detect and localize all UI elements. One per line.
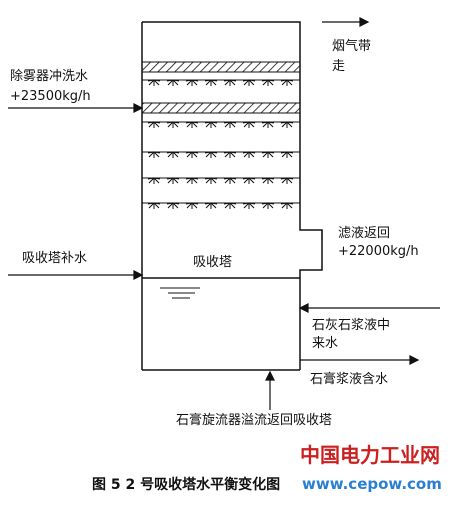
label-limestone-slurry-1: 石灰石浆液中 [312,318,390,333]
diagram-labels: 烟气带 走 除雾器冲洗水 +23500kg/h 滤液返回 +22000kg/h … [10,38,419,428]
spray-nozzle-icon [261,202,275,209]
spray-nozzle-icon [147,79,161,86]
demister-pad-lower [141,102,301,114]
label-flue-gas-out-1: 烟气带 [332,38,371,54]
spray-nozzle-icon [242,177,256,184]
spray-nozzle-icon [223,121,237,128]
spray-nozzle-icon [242,151,256,158]
spray-nozzle-icon [204,151,218,158]
tower-sump [141,278,301,371]
spray-nozzle-icon [204,177,218,184]
water-surface-marks [160,287,200,299]
spray-nozzle-icon [261,177,275,184]
watermark-line1: 中国电力工业网 [300,443,440,467]
flow-arrows [8,17,440,410]
spray-nozzle-icon [280,177,294,184]
spray-nozzle-icon [166,121,180,128]
watermark: 中国电力工业网 www.cepow.com [300,443,442,493]
spray-nozzle-icon [185,151,199,158]
label-filtrate-return-1: 滤液返回 [338,226,390,241]
spray-headers [142,79,300,209]
label-demister-wash-2: +23500kg/h [10,89,91,104]
demister-pad-upper [141,61,301,73]
label-makeup-water: 吸收塔补水 [22,251,87,266]
spray-nozzle-icon [185,177,199,184]
spray-nozzle-icon [261,79,275,86]
spray-nozzle-icon [166,202,180,209]
spray-nozzle-icon [242,79,256,86]
spray-nozzle-icon [242,121,256,128]
spray-nozzle-icon [204,79,218,86]
spray-nozzle-icon [223,151,237,158]
label-gypsum-slurry-water: 石膏浆液含水 [310,371,388,387]
spray-nozzle-icon [242,202,256,209]
spray-nozzle-icon [261,121,275,128]
spray-nozzle-icon [147,151,161,158]
spray-nozzle-icon [185,202,199,209]
spray-nozzle-icon [147,202,161,209]
spray-nozzle-icon [223,79,237,86]
label-flue-gas-out-2: 走 [332,59,345,74]
spray-nozzle-icon [166,151,180,158]
watermark-line2: www.cepow.com [302,475,442,493]
spray-nozzle-icon [204,202,218,209]
spray-nozzle-icon [147,177,161,184]
spray-nozzle-icon [147,121,161,128]
absorber-tower-outline [141,21,323,278]
label-limestone-slurry-2: 来水 [312,336,338,351]
spray-nozzle-icon [280,202,294,209]
spray-nozzle-icon [166,79,180,86]
spray-nozzle-icon [261,151,275,158]
spray-nozzle-icon [166,177,180,184]
spray-nozzle-icon [204,121,218,128]
spray-nozzle-icon [223,177,237,184]
spray-nozzle-icon [185,79,199,86]
figure-caption: 图 5 2 号吸收塔水平衡变化图 [92,476,280,493]
label-filtrate-return-2: +22000kg/h [338,244,419,259]
spray-nozzle-icon [280,151,294,158]
spray-nozzle-icon [280,79,294,86]
spray-nozzle-icon [185,121,199,128]
spray-nozzle-icon [280,121,294,128]
spray-nozzle-icon [223,202,237,209]
label-cyclone-return: 石膏旋流器溢流返回吸收塔 [176,412,332,428]
label-demister-wash-1: 除雾器冲洗水 [10,69,88,84]
demister-pads [141,61,301,114]
label-tower: 吸收塔 [193,255,232,270]
